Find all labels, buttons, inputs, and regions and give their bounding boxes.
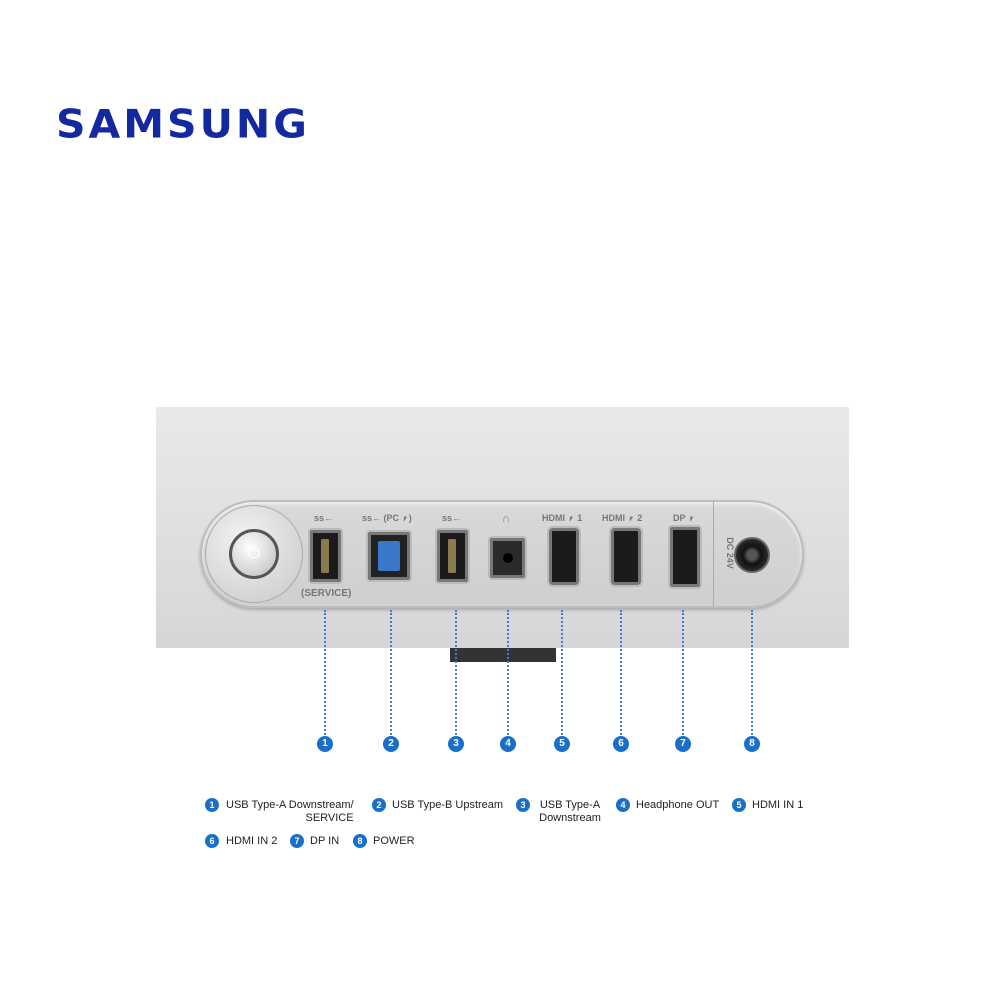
callout-number-2: 2 (383, 736, 399, 752)
callout-line-1 (324, 610, 326, 735)
callout-line-2 (390, 610, 392, 735)
hdmi-port-2 (611, 528, 641, 585)
legend-number-5: 5 (732, 798, 746, 812)
power-icon: ⏻ (247, 545, 261, 562)
callout-number-8: 8 (744, 736, 760, 752)
callout-number-3: 3 (448, 736, 464, 752)
headphone-icon: ∩ (502, 513, 510, 525)
callout-line-8 (751, 610, 753, 735)
dc-power-port (734, 537, 770, 573)
legend-number-4: 4 (616, 798, 630, 812)
callout-line-4 (507, 610, 509, 735)
power-button (229, 529, 279, 579)
usb-b-port (368, 532, 410, 580)
legend-text-4: Headphone OUT (636, 799, 720, 811)
callout-line-6 (620, 610, 622, 735)
port-label-1: ss← (314, 513, 334, 523)
strip-divider (713, 502, 714, 606)
legend-text-7: DP IN (310, 835, 340, 847)
port-label-5: HDMI ⎖ 1 (542, 513, 583, 523)
callout-number-5: 5 (554, 736, 570, 752)
legend-number-6: 6 (205, 834, 219, 848)
port-label-6: HDMI ⎖ 2 (602, 513, 643, 523)
legend-text-2: USB Type-B Upstream (392, 799, 504, 811)
callout-number-6: 6 (613, 736, 629, 752)
legend-text-5: HDMI IN 1 (752, 799, 804, 811)
legend-number-2: 2 (372, 798, 386, 812)
samsung-logo: SAMSUNG (56, 101, 310, 147)
usb-a-port (437, 530, 468, 582)
legend-line: Downstream (539, 812, 601, 824)
callout-line-3 (455, 610, 457, 735)
legend-number-8: 8 (353, 834, 367, 848)
legend-text-1: USB Type-A Downstream/SERVICE (226, 799, 354, 825)
callout-number-1: 1 (317, 736, 333, 752)
headphone-jack (490, 538, 525, 578)
hdmi-port-1 (549, 528, 579, 585)
monitor-stand (450, 648, 556, 662)
legend-text-6: HDMI IN 2 (226, 835, 278, 847)
legend-line: USB Type-A (539, 799, 601, 811)
legend-line: SERVICE (305, 812, 354, 824)
port-sublabel-service: (SERVICE) (301, 588, 352, 599)
legend-text-8: POWER (373, 835, 415, 847)
legend-line: USB Type-A Downstream/ (226, 799, 354, 811)
port-label-3: ss← (442, 513, 462, 523)
legend-number-3: 3 (516, 798, 530, 812)
port-label-7: DP ⎖ (673, 513, 696, 523)
callout-number-4: 4 (500, 736, 516, 752)
displayport-port (670, 527, 700, 587)
port-label-2: ss← (PC ⎖) (362, 513, 412, 523)
usb-a-port-service (310, 530, 341, 582)
legend-number-7: 7 (290, 834, 304, 848)
legend-number-1: 1 (205, 798, 219, 812)
callout-number-7: 7 (675, 736, 691, 752)
callout-line-7 (682, 610, 684, 735)
callout-line-5 (561, 610, 563, 735)
